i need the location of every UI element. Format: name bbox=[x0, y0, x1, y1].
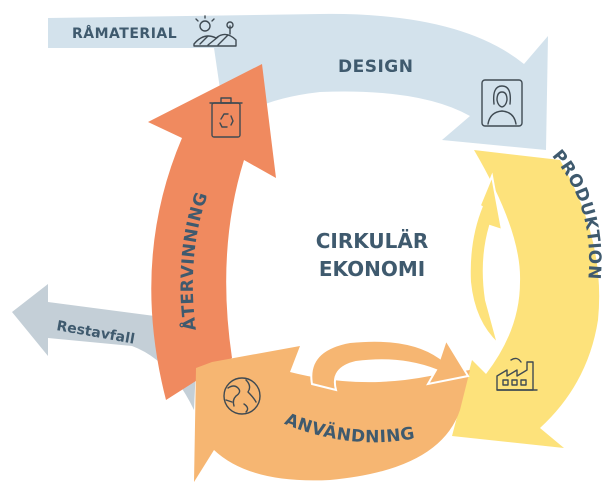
design-label: DESIGN bbox=[338, 57, 413, 77]
production-loop-arrow bbox=[468, 172, 504, 348]
factory-icon bbox=[496, 357, 538, 391]
person-icon bbox=[481, 79, 523, 127]
design-arrow bbox=[48, 13, 548, 150]
center-title-line2: EKONOMI bbox=[319, 257, 425, 281]
globe-icon bbox=[223, 377, 261, 415]
production-arrow bbox=[452, 150, 600, 448]
landscape-icon bbox=[193, 15, 237, 47]
recycle-bin-icon bbox=[209, 97, 243, 138]
raw-material-label: RÅMATERIAL bbox=[72, 25, 177, 42]
usage-arrow bbox=[194, 346, 470, 482]
residual-waste-arrow bbox=[12, 284, 196, 410]
usage-loop-arrow bbox=[310, 337, 470, 392]
center-title-line1: CIRKULÄR bbox=[316, 229, 429, 253]
recycling-arrow bbox=[148, 64, 276, 400]
